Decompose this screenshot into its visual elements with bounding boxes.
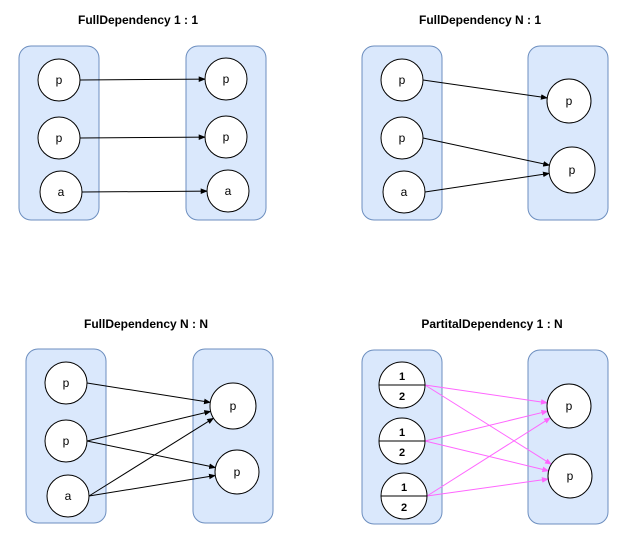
- dependency-arrow: [424, 440, 550, 473]
- dependency-arrow: [424, 384, 552, 465]
- dependency-arrow: [86, 410, 212, 442]
- right-attribute-panel: [527, 45, 609, 221]
- node-label: p: [56, 131, 63, 145]
- fraction-denominator: 2: [401, 502, 407, 514]
- dependency-arrow: [86, 382, 211, 405]
- left-node: [39, 170, 83, 214]
- dependency-arrow: [88, 473, 216, 497]
- diagram-title: FullDependency N : N: [84, 317, 208, 331]
- right-node: [206, 169, 250, 213]
- right-node: [546, 383, 592, 429]
- left-node: [380, 58, 424, 102]
- fraction-numerator: 1: [399, 427, 405, 439]
- fraction-numerator: 1: [401, 482, 407, 494]
- dependency-arrow: [424, 384, 548, 405]
- dependency-arrow: [426, 477, 549, 497]
- left-node: [37, 116, 81, 160]
- right-node: [204, 57, 248, 101]
- right-node: [214, 449, 260, 495]
- dependency-arrow: [424, 171, 550, 193]
- node-label: p: [63, 376, 70, 390]
- node-label: p: [234, 465, 241, 479]
- diagram-title: FullDependency 1 : 1: [78, 13, 198, 27]
- right-node: [547, 453, 593, 499]
- dependency-arrow: [86, 440, 217, 470]
- dependency-arrow: [81, 188, 208, 194]
- node-label: p: [223, 72, 230, 86]
- right-node: [204, 115, 248, 159]
- dependency-arrow: [424, 409, 549, 442]
- left-node: [382, 170, 426, 214]
- node-label: p: [567, 469, 574, 483]
- node-label: p: [56, 73, 63, 87]
- fraction-numerator: 1: [399, 371, 405, 383]
- diagram-title: PartitalDependency 1 : N: [421, 317, 562, 331]
- left-node: [46, 474, 90, 518]
- node-label: p: [399, 73, 406, 87]
- dependency-arrow: [88, 417, 215, 497]
- node-label: p: [566, 399, 573, 413]
- dependency-arrow: [79, 134, 206, 140]
- dependency-arrow: [422, 137, 551, 167]
- node-label: p: [399, 131, 406, 145]
- diagram-title: FullDependency N : 1: [419, 13, 541, 27]
- dependency-arrow: [422, 79, 548, 100]
- left-node: [44, 361, 88, 405]
- left-node: [44, 419, 88, 463]
- left-node: [37, 58, 81, 102]
- node-label: p: [566, 94, 573, 108]
- fraction-denominator: 2: [399, 391, 405, 403]
- dependency-arrow: [79, 76, 206, 82]
- node-label: a: [225, 184, 232, 198]
- right-node: [546, 78, 592, 124]
- fraction-denominator: 2: [399, 447, 405, 459]
- node-label: a: [65, 489, 72, 503]
- node-label: p: [223, 130, 230, 144]
- node-label: a: [58, 185, 65, 199]
- right-node: [548, 146, 596, 194]
- left-node: [380, 116, 424, 160]
- right-node: [209, 382, 257, 430]
- dependency-arrow: [426, 417, 552, 497]
- node-label: a: [401, 185, 408, 199]
- right-attribute-panel: [192, 348, 274, 524]
- node-label: p: [63, 434, 70, 448]
- node-label: p: [569, 163, 576, 177]
- node-label: p: [230, 399, 237, 413]
